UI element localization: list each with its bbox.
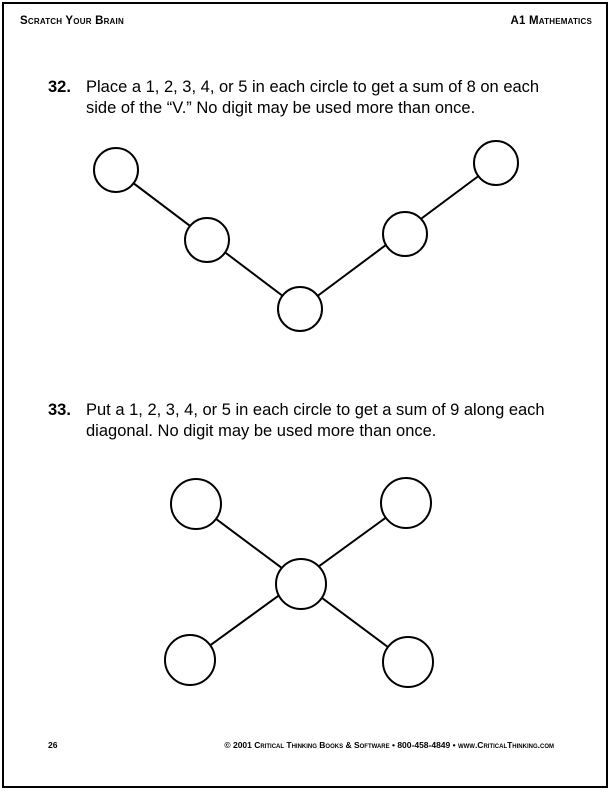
x-diagram: [164, 477, 434, 688]
answer-circle[interactable]: [382, 636, 434, 688]
answer-circle[interactable]: [382, 211, 428, 257]
v-diagram: [93, 140, 519, 332]
answer-circle[interactable]: [93, 147, 139, 193]
answer-circle[interactable]: [380, 477, 432, 529]
answer-circle[interactable]: [164, 634, 216, 686]
answer-circle[interactable]: [473, 140, 519, 186]
problem-text: Put a 1, 2, 3, 4, or 5 in each circle to…: [86, 401, 545, 440]
book-title: Scratch Your Brain: [20, 15, 124, 27]
problem-33: 33. Put a 1, 2, 3, 4, or 5 in each circl…: [48, 400, 568, 442]
problem-32: 32. Place a 1, 2, 3, 4, or 5 in each cir…: [48, 77, 568, 119]
problem-number: 32.: [48, 78, 71, 96]
answer-circle[interactable]: [170, 478, 222, 530]
page-number: 26: [48, 740, 58, 750]
answer-circle[interactable]: [277, 286, 323, 332]
problem-number: 33.: [48, 401, 71, 419]
problem-text: Place a 1, 2, 3, 4, or 5 in each circle …: [86, 78, 540, 117]
answer-circle[interactable]: [184, 217, 230, 263]
book-subject: A1 Mathematics: [510, 15, 592, 27]
answer-circle[interactable]: [275, 558, 327, 610]
copyright-line: © 2001 Critical Thinking Books & Softwar…: [224, 740, 554, 750]
